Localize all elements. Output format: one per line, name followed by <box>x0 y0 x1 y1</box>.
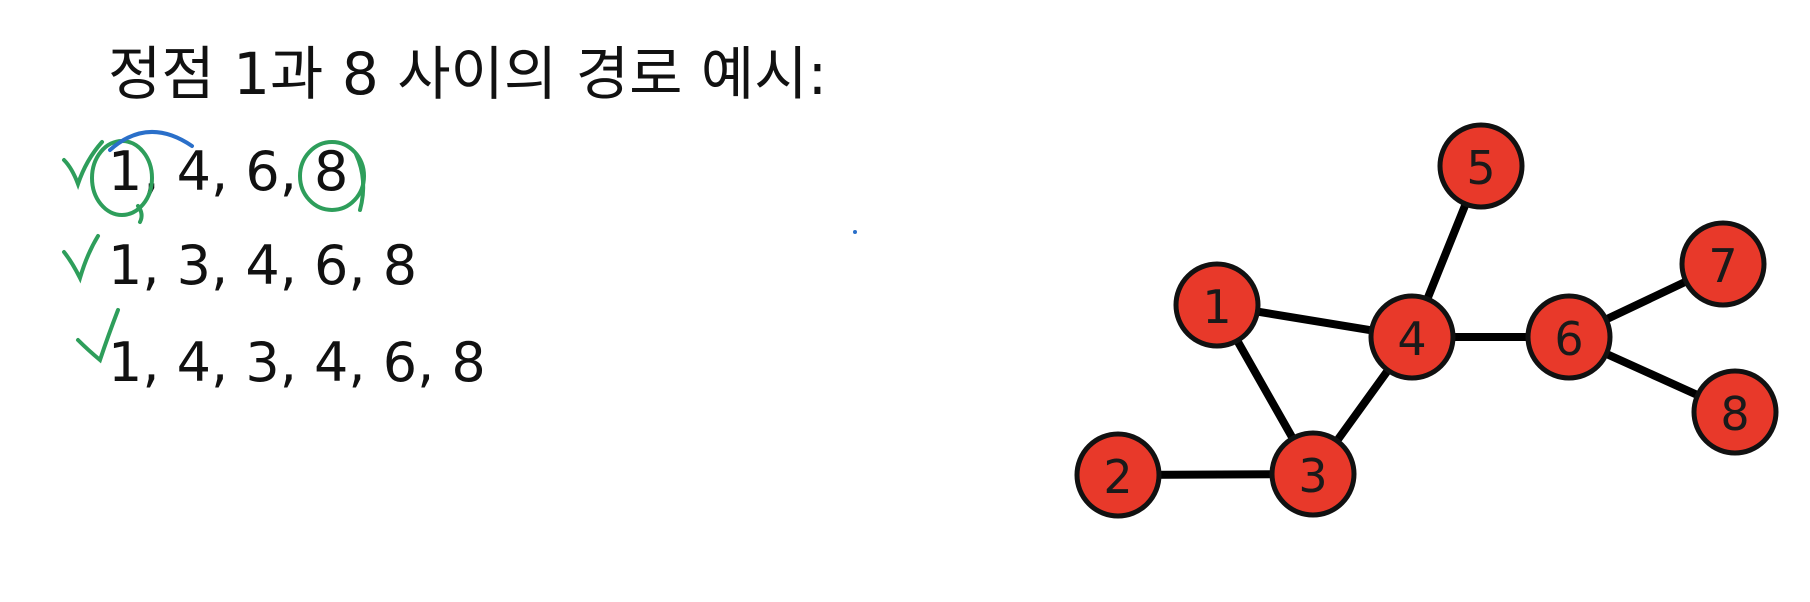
graph-node-circle <box>1691 368 1779 456</box>
graph-node-circle <box>1074 431 1162 519</box>
graph-node-6: 6 <box>1525 293 1613 381</box>
graph-node-label: 3 <box>1298 449 1327 503</box>
graph-node-label: 4 <box>1397 312 1426 366</box>
graph-nodes: 1 2 3 4 5 6 7 8 <box>1074 122 1779 519</box>
graph-node-7: 7 <box>1679 220 1767 308</box>
page-title: 정점 1과 8 사이의 경로 예시: <box>108 40 828 108</box>
graph-node-circle <box>1525 293 1613 381</box>
graph-node-circle <box>1679 220 1767 308</box>
graph-node-label: 8 <box>1720 387 1749 441</box>
graph-node-label: 1 <box>1202 280 1231 334</box>
graph-node-label: 2 <box>1103 450 1132 504</box>
graph-node-circle <box>1269 430 1357 518</box>
graph-node-label: 6 <box>1554 312 1583 366</box>
graph-node-circle <box>1437 122 1525 210</box>
graph-node-5: 5 <box>1437 122 1525 210</box>
graph-node-3: 3 <box>1269 430 1357 518</box>
path-example-3: 1, 4, 3, 4, 6, 8 <box>108 331 486 394</box>
graph-node-4: 4 <box>1368 293 1456 381</box>
path-example-2: 1, 3, 4, 6, 8 <box>108 234 418 297</box>
graph-node-circle <box>1173 261 1261 349</box>
graph-node-label: 5 <box>1466 141 1495 195</box>
graph-node-8: 8 <box>1691 368 1779 456</box>
graph-node-label: 7 <box>1708 239 1737 293</box>
graph-node-circle <box>1368 293 1456 381</box>
graph-node-1: 1 <box>1173 261 1261 349</box>
graph-node-2: 2 <box>1074 431 1162 519</box>
